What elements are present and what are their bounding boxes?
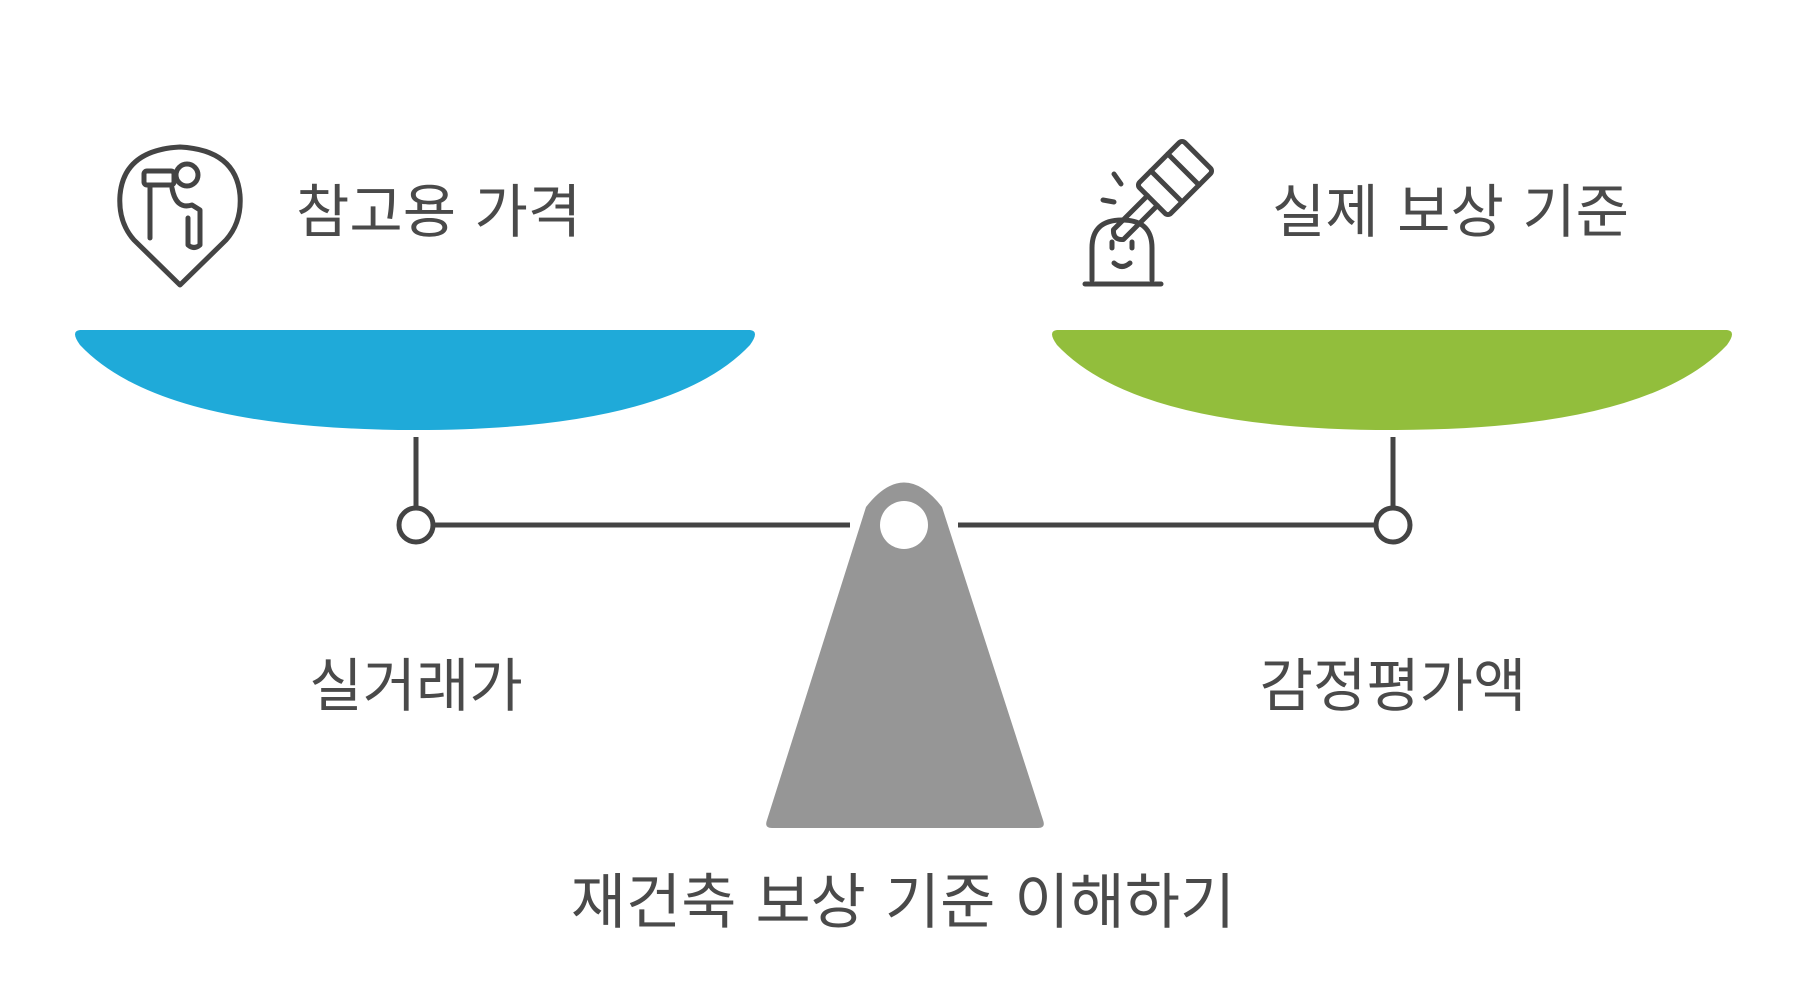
binoculars-map-pin-icon (117, 144, 243, 288)
left-pan (75, 330, 755, 430)
right-pan (1052, 330, 1732, 430)
left-value-label: 실거래가 (309, 652, 523, 720)
right-value-label: 감정평가액 (1259, 652, 1527, 720)
fulcrum-pivot (880, 501, 928, 549)
gavel-bell-icon (1082, 138, 1215, 287)
fulcrum (766, 482, 1044, 828)
right-joint (1373, 505, 1413, 545)
right-heading: 실제 보상 기준 (1272, 178, 1630, 246)
diagram-title: 재건축 보상 기준 이해하기 (570, 868, 1236, 938)
left-heading: 참고용 가격 (296, 178, 582, 246)
left-joint (396, 505, 436, 545)
